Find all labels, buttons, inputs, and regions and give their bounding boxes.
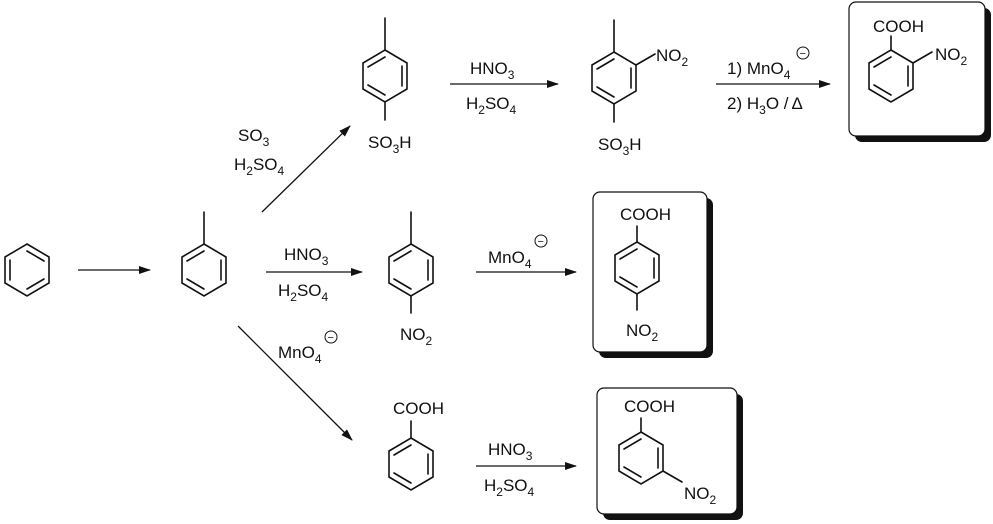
no2-label: NO2: [626, 321, 659, 344]
para-nitrotoluene: NO2: [388, 211, 434, 348]
ortho-nitrobenzoic-acid: COOH NO2: [868, 17, 968, 103]
reagents-nitration-top: HNO3 H2SO4: [466, 59, 517, 117]
charge-minus: −: [328, 332, 334, 344]
charge-minus: −: [538, 236, 544, 248]
svg-text:HNO3: HNO3: [470, 59, 515, 82]
no2-label: NO2: [400, 325, 433, 348]
so3h-label: SO3H: [368, 133, 412, 156]
svg-text:2) H3O /Δ: 2) H3O /Δ: [727, 94, 803, 117]
meta-nitrobenzoic-acid: COOH NO2: [618, 397, 717, 507]
svg-text:1) MnO4: 1) MnO4: [727, 59, 791, 82]
arrow-sulfonation: [261, 125, 351, 213]
arrow-oxidation-low: [237, 325, 353, 441]
svg-text:MnO4: MnO4: [488, 248, 532, 271]
so3h-label: SO3H: [598, 135, 642, 158]
product-box-meta: [596, 387, 743, 520]
cooh-label: COOH: [873, 17, 924, 36]
benzene: [4, 243, 50, 297]
product-box-ortho: [848, 1, 991, 142]
toluene: [181, 211, 227, 297]
svg-text:H2SO4: H2SO4: [278, 281, 329, 304]
svg-text:H2SO4: H2SO4: [234, 155, 285, 178]
svg-text:MnO4: MnO4: [278, 343, 322, 366]
cooh-label: COOH: [393, 399, 444, 418]
no2-label: NO2: [656, 46, 689, 69]
reagents-oxidation-low: MnO4 −: [278, 330, 338, 366]
product-box-para: [592, 191, 713, 358]
no2-label: NO2: [935, 45, 968, 68]
p-toluenesulfonic-acid: SO3H: [362, 17, 412, 156]
svg-text:SO3: SO3: [238, 126, 270, 149]
cooh-label: COOH: [624, 397, 675, 416]
reagents-nitration-mid: HNO3 H2SO4: [278, 245, 329, 304]
para-nitrobenzoic-acid: COOH NO2: [614, 205, 671, 344]
reagents-oxidation-mid: MnO4 −: [488, 234, 548, 271]
nitro-toluenesulfonic-acid: NO2 SO3H: [591, 19, 689, 158]
svg-text:HNO3: HNO3: [488, 440, 533, 463]
benzoic-acid: COOH: [388, 399, 444, 491]
reagents-oxidation-top: 1) MnO4 − 2) H3O /Δ: [727, 46, 810, 117]
cooh-label: COOH: [620, 205, 671, 224]
reagents-sulfonation: SO3 H2SO4: [234, 126, 285, 178]
svg-text:H2SO4: H2SO4: [466, 94, 517, 117]
svg-text:HNO3: HNO3: [284, 245, 329, 268]
charge-minus: −: [800, 48, 806, 60]
no2-label: NO2: [684, 484, 717, 507]
reagents-nitration-bot: HNO3 H2SO4: [484, 440, 535, 499]
svg-text:H2SO4: H2SO4: [484, 476, 535, 499]
